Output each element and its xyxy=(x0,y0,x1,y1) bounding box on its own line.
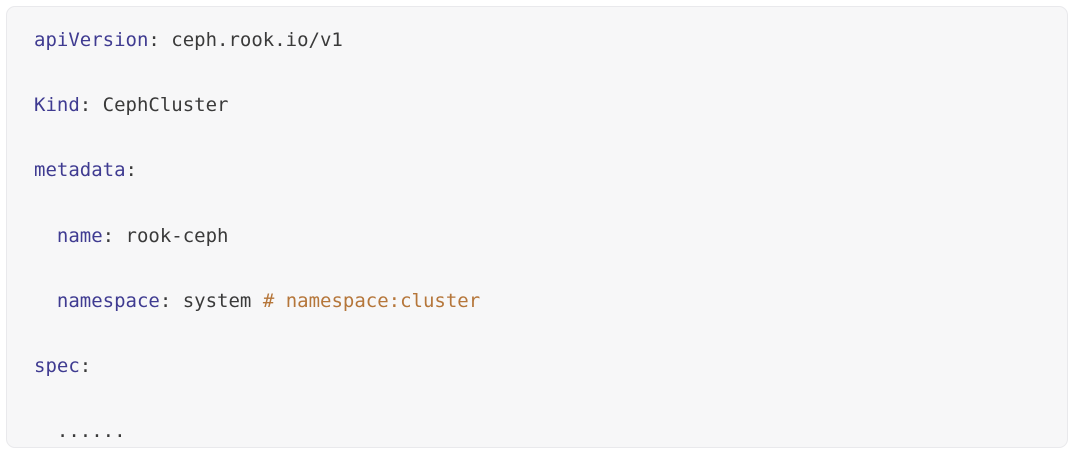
yaml-ellipsis: ...... xyxy=(56,420,126,443)
code-line: apiVersion: ceph.rook.io/v1 xyxy=(34,24,1067,57)
yaml-colon: : xyxy=(148,29,160,51)
yaml-key: spec xyxy=(34,354,80,377)
code-line: Kind: CephCluster xyxy=(34,89,1067,122)
code-line: name: rook-ceph xyxy=(34,220,1067,253)
yaml-colon: : xyxy=(79,94,92,117)
yaml-key: name xyxy=(56,224,103,247)
code-line: metadata: xyxy=(34,154,1067,187)
yaml-colon: : xyxy=(102,224,115,247)
code-line: namespace: system # namespace:cluster xyxy=(34,285,1067,318)
yaml-key: namespace xyxy=(56,289,160,312)
yaml-value: ceph.rook.io/v1 xyxy=(159,29,343,51)
yaml-colon: : xyxy=(125,159,137,182)
yaml-value: rook-ceph xyxy=(114,224,229,247)
yaml-colon: : xyxy=(79,354,92,377)
yaml-key: apiVersion xyxy=(34,29,149,51)
yaml-code-block[interactable]: apiVersion: ceph.rook.io/v1 Kind: CephCl… xyxy=(7,7,1067,447)
code-indent xyxy=(34,290,57,312)
code-line: ...... xyxy=(34,415,1067,447)
code-snippet-panel: apiVersion: ceph.rook.io/v1 Kind: CephCl… xyxy=(6,6,1068,448)
yaml-key: metadata xyxy=(34,159,126,182)
yaml-value: CephCluster xyxy=(91,94,229,117)
code-indent xyxy=(34,420,57,442)
code-line: spec: xyxy=(34,350,1067,383)
yaml-value: system xyxy=(171,289,263,312)
yaml-comment: # namespace:cluster xyxy=(262,289,481,312)
code-indent xyxy=(34,225,57,247)
yaml-key: Kind xyxy=(34,94,80,117)
yaml-colon: : xyxy=(159,289,172,312)
